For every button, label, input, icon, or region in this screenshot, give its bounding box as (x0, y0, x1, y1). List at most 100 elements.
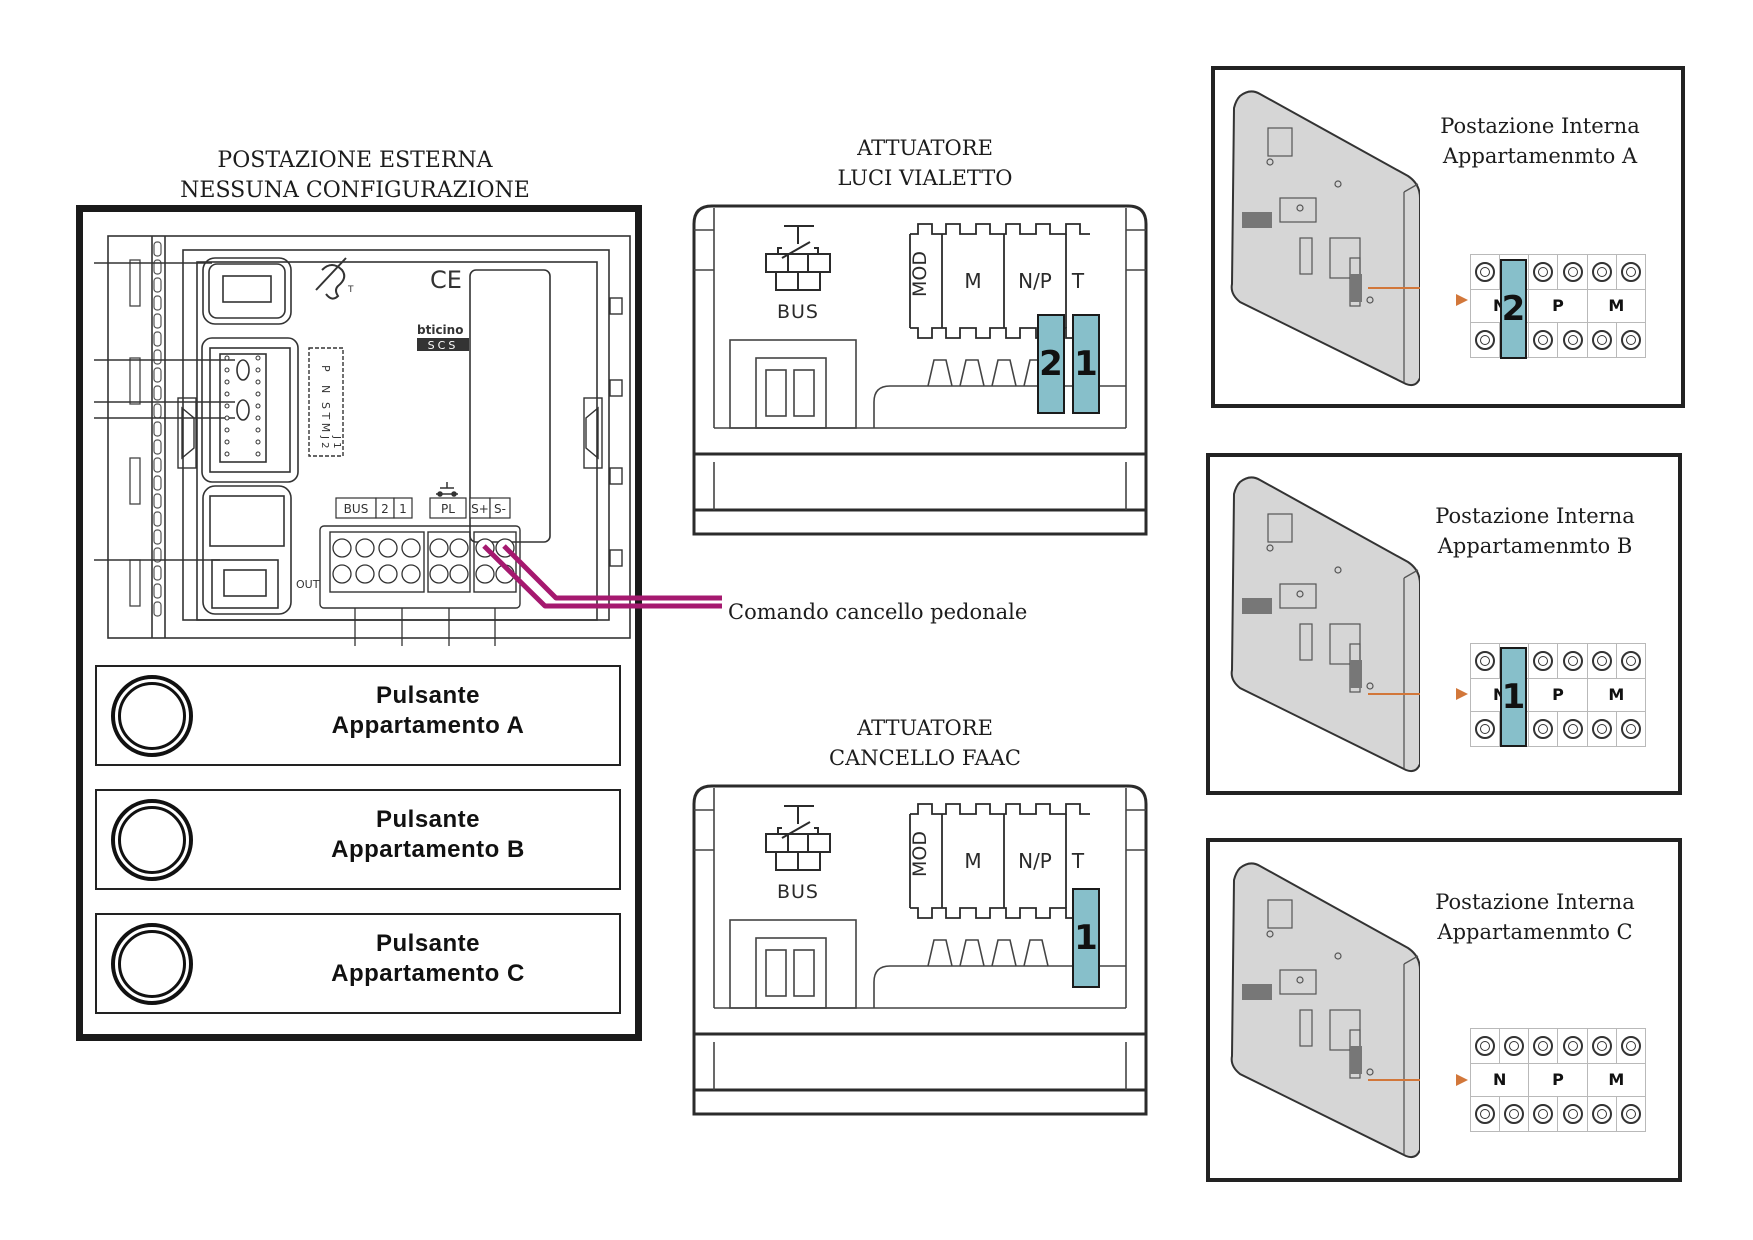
terminal-block (319, 525, 521, 609)
button-label-b-line1: Pulsante (375, 806, 481, 833)
external-station-title: POSTAZIONE ESTERNA NESSUNA CONFIGURAZION… (150, 146, 560, 206)
internal-station-a-device (1230, 90, 1420, 387)
external-station-title-line2: NESSUNA CONFIGURAZIONE (180, 178, 530, 203)
wire-s-minus (502, 544, 722, 601)
internal-station-c-device (1230, 862, 1420, 1159)
internal-station-b-config: NPM (1469, 642, 1647, 748)
svg-text:T: T (347, 285, 354, 295)
call-button-a[interactable] (111, 675, 193, 757)
terminal-label-s-minus: S- (494, 502, 506, 516)
brand-logo: bticino (417, 323, 463, 337)
actuator-2-jumper-t[interactable]: 1 (1072, 888, 1100, 988)
button-label-c: Pulsante Appartamento C (277, 929, 579, 989)
actuator-2-slot-mod: MOD (909, 831, 931, 877)
actuator-1-title-line1: ATTUATORE (857, 136, 993, 160)
actuator-1-slot-mod: MOD (909, 251, 931, 297)
external-station-module: T CE bticino SCS P N S T M J 1 J 2 OUT (94, 235, 631, 646)
actuator-1-slot-m: M (964, 269, 981, 293)
bus-relay-icon (765, 225, 831, 291)
button-row-apartment-a[interactable]: Pulsante Appartamento A (95, 665, 621, 766)
internal-station-b-title-line1: Postazione Interna (1435, 504, 1635, 528)
button-label-b-line2: Appartamento B (331, 836, 525, 863)
external-station-panel (76, 205, 642, 1041)
internal-station-c-title: Postazione Interna Appartamenmto C (1405, 887, 1665, 947)
actuator-1-slot-np: N/P (1018, 269, 1052, 293)
internal-station-a-config: NPM (1469, 253, 1647, 359)
button-row-apartment-c[interactable]: Pulsante Appartamento C (95, 913, 621, 1014)
cfg-c-slot-n: N (1469, 1063, 1530, 1097)
config-slot-p: P (319, 365, 332, 372)
arrow-icon-c (1456, 1074, 1468, 1086)
cfg-b-slot-m: M (1586, 678, 1647, 712)
left-slots (129, 259, 141, 607)
terminal-screws (332, 538, 515, 584)
terminal-label-s-plus: S+ (471, 502, 489, 516)
wire-label: Comando cancello pedonale (728, 600, 1028, 624)
actuator-2-slot-m: M (964, 849, 981, 873)
external-station-title-line1: POSTAZIONE ESTERNA (217, 148, 493, 173)
actuator-1-slot-t: T (1071, 269, 1085, 293)
internal-station-a-title-line2: Appartamenmto A (1442, 144, 1638, 168)
actuator-1-jumper-np[interactable]: 2 (1037, 314, 1065, 414)
dip-switch-block (201, 337, 299, 483)
internal-station-b-title: Postazione Interna Appartamenmto B (1405, 501, 1665, 561)
config-slot-strip: P N S T M J 1 J 2 (308, 347, 344, 457)
top-connector (202, 257, 292, 325)
config-slot-j1: J 1 (331, 435, 342, 449)
button-label-a-line2: Appartamento A (331, 712, 525, 739)
internal-station-a-jumper-n[interactable]: 2 (1500, 259, 1527, 359)
brand-sub: SCS (428, 339, 459, 352)
config-slot-n: N (319, 385, 332, 393)
terminal-label-pl: PL (441, 502, 455, 516)
out-label: OUT (296, 578, 320, 591)
push-button-icon (436, 482, 458, 497)
cfg-c-slot-p: P (1528, 1063, 1588, 1097)
terminal-label-bus: BUS (344, 502, 369, 516)
brand-sub-bg (417, 338, 469, 351)
terminal-label-2: 2 (381, 502, 389, 516)
actuator-1-device: BUS MOD M N/P T (692, 204, 1148, 536)
terminal-label-1: 1 (399, 502, 407, 516)
actuator-2-title-line1: ATTUATORE (857, 716, 993, 740)
button-label-c-line2: Appartamento C (331, 960, 525, 987)
actuator-1-title-line2: LUCI VIALETTO (837, 166, 1013, 190)
call-button-b[interactable] (111, 799, 193, 881)
cfg-a-slot-p: P (1528, 289, 1588, 323)
config-slot-j2: J 2 (319, 435, 330, 449)
internal-station-c-title-line2: Appartamenmto C (1437, 920, 1633, 944)
actuator-1-title: ATTUATORE LUCI VIALETTO (760, 133, 1090, 193)
actuator-1-bus-label: BUS (777, 301, 819, 323)
actuator-2-title-line2: CANCELLO FAAC (829, 746, 1021, 770)
actuator-1-jumper-t[interactable]: 1 (1072, 314, 1100, 414)
gate-command-wire (482, 544, 722, 609)
bottom-connector (202, 485, 292, 615)
actuator-2-slot-t: T (1071, 849, 1085, 873)
internal-station-b-title-line2: Appartamenmto B (1437, 534, 1633, 558)
arrow-icon-b (1456, 688, 1468, 700)
button-label-b: Pulsante Appartamento B (277, 805, 579, 865)
actuator-2-device: BUS MOD M N/P T (692, 784, 1148, 1116)
actuator-2-bus-label: BUS (777, 881, 819, 903)
actuator-2-slot-np: N/P (1018, 849, 1052, 873)
internal-station-c-title-line1: Postazione Interna (1435, 890, 1635, 914)
config-slot-stm: S T M (319, 402, 332, 432)
button-label-a-line1: Pulsante (375, 682, 481, 709)
internal-station-b-device (1230, 476, 1420, 773)
bus-relay-icon (765, 805, 831, 871)
arrow-icon-a (1456, 294, 1468, 306)
call-button-c[interactable] (111, 923, 193, 1005)
actuator-2-config-strip (909, 803, 1090, 919)
internal-station-a-title-line1: Postazione Interna (1440, 114, 1640, 138)
hearing-loop-icon: T (315, 257, 354, 300)
button-row-apartment-b[interactable]: Pulsante Appartamento B (95, 789, 621, 890)
wire-s-plus (482, 544, 722, 609)
button-label-a: Pulsante Appartamento A (277, 681, 579, 741)
actuator-1-config-strip (909, 223, 1090, 339)
ce-mark: CE (430, 266, 462, 294)
cfg-c-slot-m: M (1586, 1063, 1647, 1097)
button-label-c-line1: Pulsante (375, 930, 481, 957)
cfg-b-slot-p: P (1528, 678, 1588, 712)
cfg-a-slot-m: M (1586, 289, 1647, 323)
internal-station-b-jumper-n[interactable]: 1 (1500, 647, 1527, 747)
